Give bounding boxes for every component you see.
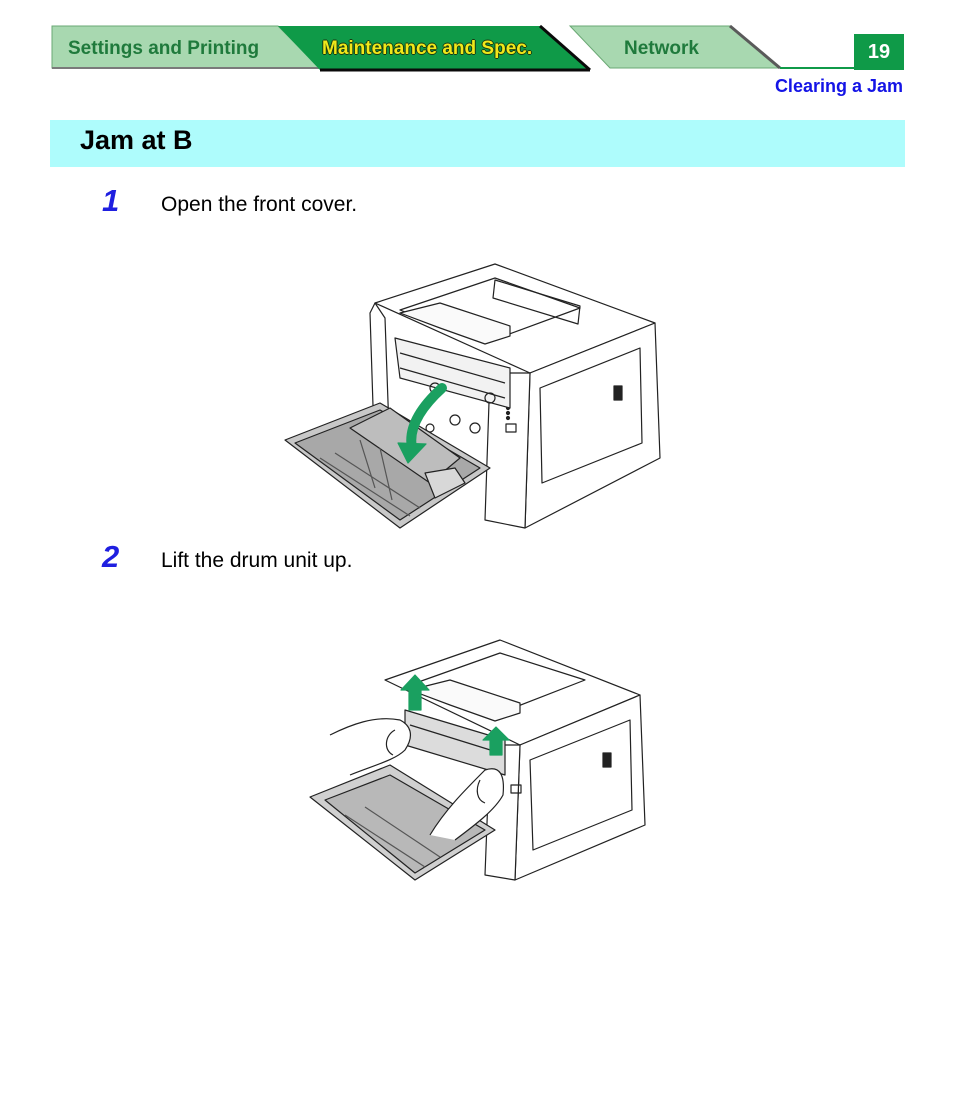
section-header: Jam at B: [50, 120, 905, 167]
step-number-2: 2: [102, 539, 120, 574]
tab-bar-shapes: [51, 24, 855, 72]
step-text-2: Lift the drum unit up.: [161, 549, 353, 572]
breadcrumb-link[interactable]: Clearing a Jam: [774, 76, 903, 96]
printer-open-cover-illustration: [284, 263, 661, 529]
section-title: Jam at B: [80, 125, 193, 155]
tab-network[interactable]: Network: [624, 38, 699, 59]
tab-bar: Settings and Printing Maintenance and Sp…: [50, 22, 905, 74]
page-number: 19: [854, 34, 904, 70]
step-text-1: Open the front cover.: [161, 193, 358, 216]
tab-maintenance-and-spec[interactable]: Maintenance and Spec.: [322, 38, 533, 59]
tab-settings-and-printing[interactable]: Settings and Printing: [68, 38, 260, 59]
printer-lift-drum-illustration: [309, 639, 646, 881]
step-number-1: 1: [102, 183, 120, 218]
